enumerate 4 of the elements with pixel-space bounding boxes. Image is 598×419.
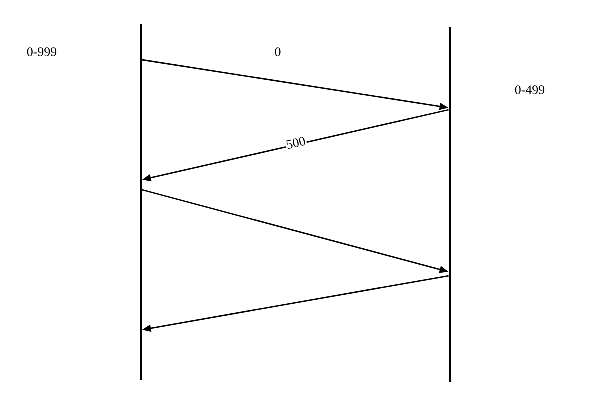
- edge-label: 500: [284, 135, 308, 151]
- range-label: 0-999: [27, 48, 57, 56]
- edge-label: 0: [275, 48, 281, 56]
- range-label: 0-499: [515, 86, 545, 94]
